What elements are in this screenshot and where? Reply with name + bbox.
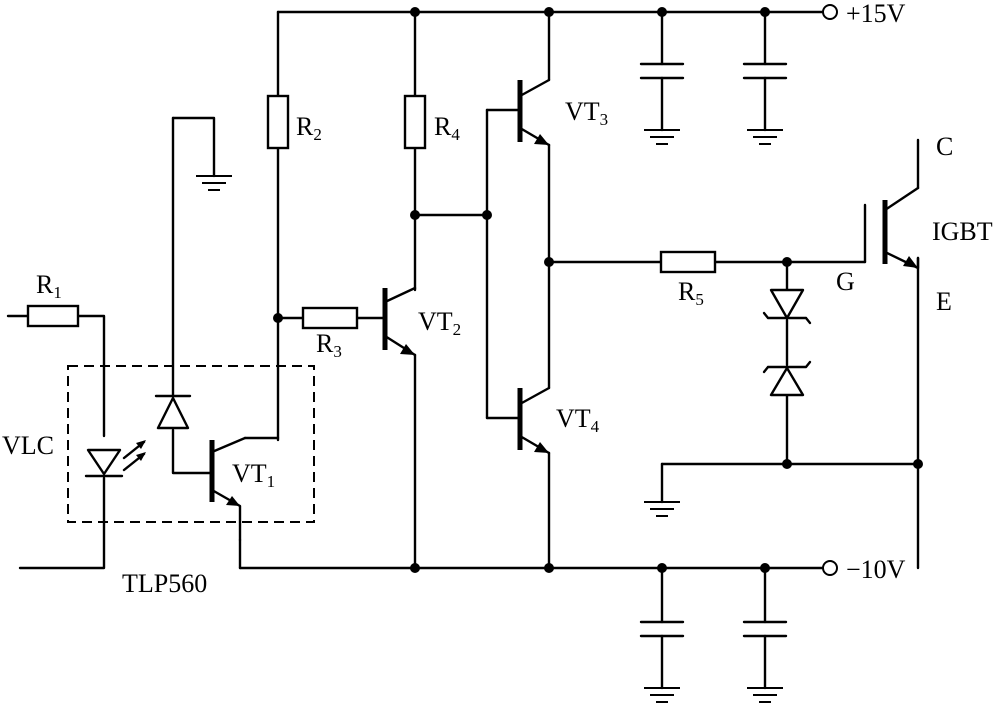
resistor-r3	[301, 306, 359, 330]
label-r3: R3	[316, 329, 342, 361]
capacitor-c3	[639, 620, 685, 638]
label-vt3: VT3	[565, 97, 608, 129]
label-r1: R1	[36, 270, 62, 302]
label-vneg: −10V	[846, 555, 906, 584]
ground-symbol	[644, 501, 680, 517]
junctions	[273, 7, 923, 573]
capacitor-c1	[639, 62, 685, 80]
label-vt4: VT4	[556, 404, 600, 436]
terminal-pos	[822, 4, 838, 20]
label-r5: R5	[678, 277, 704, 309]
capacitors	[639, 62, 788, 638]
label-tlp560: TLP560	[122, 569, 207, 598]
photodiode	[154, 394, 192, 430]
igbt-symbol	[863, 186, 920, 270]
optocoupler-boundary	[67, 365, 315, 523]
transistor-vt4	[517, 386, 551, 455]
terminal-neg	[822, 560, 838, 576]
zener-diode-lower	[762, 360, 812, 397]
led-emitter	[84, 440, 146, 478]
capacitor-c4	[742, 620, 788, 638]
label-vlc: VLC	[2, 431, 54, 460]
wiring	[6, 10, 920, 690]
label-r2: R2	[296, 112, 322, 144]
label-c: C	[936, 132, 953, 161]
resistor-r2	[266, 94, 290, 150]
resistor-r5	[659, 250, 717, 274]
ground-symbol	[644, 687, 680, 703]
label-e: E	[936, 287, 952, 316]
ground-symbol	[644, 129, 680, 145]
label-vpos: +15V	[846, 0, 906, 28]
capacitor-c2	[742, 62, 788, 80]
label-vt2: VT2	[418, 307, 461, 339]
transistor-vt1	[209, 436, 247, 542]
label-g: G	[836, 267, 855, 296]
label-igbt: IGBT	[932, 217, 993, 246]
resistors	[26, 94, 717, 330]
transistor-vt2	[382, 286, 417, 357]
ground-symbol	[747, 129, 783, 145]
ground-symbol	[196, 175, 232, 191]
resistor-r1	[26, 304, 80, 328]
resistor-r4	[403, 94, 427, 150]
label-vt1: VT1	[232, 459, 275, 491]
grounds	[196, 129, 783, 703]
label-r4: R4	[434, 112, 460, 144]
ground-symbol	[747, 687, 783, 703]
transistor-vt3	[517, 78, 551, 147]
zener-diode-upper	[762, 288, 812, 325]
